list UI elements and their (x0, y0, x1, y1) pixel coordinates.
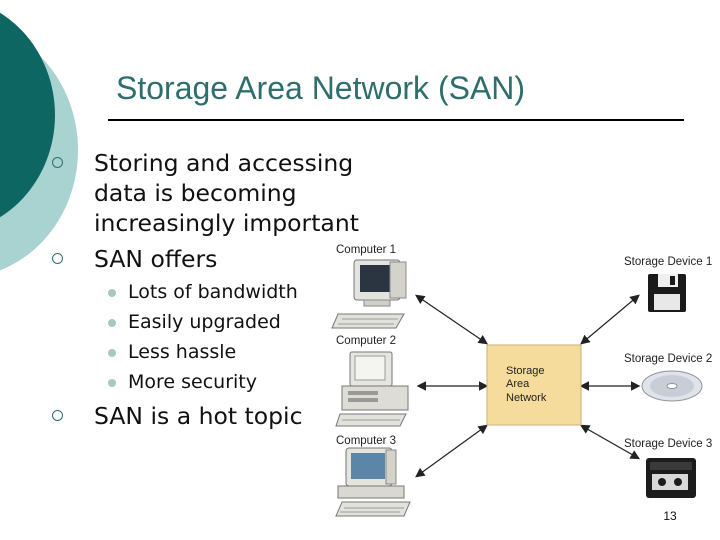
san-box-label: Network (506, 392, 547, 404)
sub-bullet-text: Easily upgraded (128, 311, 281, 333)
san-box-label: Area (506, 378, 530, 390)
bullet-line: increasingly important (94, 209, 359, 237)
tape-cartridge-icon (646, 458, 696, 498)
storage-device-2-label: Storage Device 2 (624, 353, 712, 365)
ring-bullet-icon (52, 253, 63, 264)
computer-1-icon (331, 259, 407, 329)
cd-disc-icon (641, 370, 703, 402)
connection-arrows (415, 294, 641, 478)
sub-bullet-text: Lots of bandwidth (128, 281, 298, 303)
storage-device-1-label: Storage Device 1 (624, 256, 712, 268)
ring-bullet-icon (52, 410, 63, 421)
bullet-san-offers: SAN offers (52, 244, 218, 274)
bullet-storing-data: Storing and accessing data is becoming i… (52, 148, 359, 238)
slide-title: Storage Area Network (SAN) (116, 70, 526, 106)
arrow-storage-3 (579, 424, 641, 460)
arrow-computer-3 (415, 424, 488, 478)
bullet-line: SAN offers (94, 245, 218, 273)
computer-2-icon (335, 351, 409, 427)
san-box (486, 344, 582, 426)
arrow-computer-1 (415, 294, 488, 345)
bullet-line: data is becoming (94, 179, 297, 207)
dark-teal-circle (0, 12, 55, 218)
computer-3-icon (335, 447, 411, 517)
bullet-line: SAN is a hot topic (94, 402, 303, 430)
sub-bullet: Easily upgraded (108, 310, 281, 334)
bullet-hot-topic: SAN is a hot topic (52, 401, 303, 431)
computer-2-label: Computer 2 (336, 335, 396, 347)
arrow-storage-1 (580, 294, 640, 345)
sub-bullet: More security (108, 370, 258, 394)
dot-bullet-icon (108, 379, 116, 387)
dot-bullet-icon (108, 319, 116, 327)
computer-1-label: Computer 1 (336, 244, 396, 256)
sub-bullet-text: Less hassle (128, 341, 237, 363)
computer-3-label: Computer 3 (336, 435, 396, 447)
san-box-label: Storage (506, 365, 545, 377)
title-underline (108, 119, 684, 121)
sub-bullet: Lots of bandwidth (108, 280, 298, 304)
page-number: 13 (663, 509, 677, 523)
sub-bullet-text: More security (128, 371, 258, 393)
bullet-line: Storing and accessing (94, 149, 354, 177)
storage-device-3-label: Storage Device 3 (624, 438, 712, 450)
dot-bullet-icon (108, 349, 116, 357)
ring-bullet-icon (52, 157, 63, 168)
dot-bullet-icon (108, 289, 116, 297)
san-diagram: Storage Area Network Computer 1 Computer… (331, 244, 712, 517)
sub-bullet: Less hassle (108, 340, 237, 364)
floppy-disk-icon (648, 274, 686, 312)
